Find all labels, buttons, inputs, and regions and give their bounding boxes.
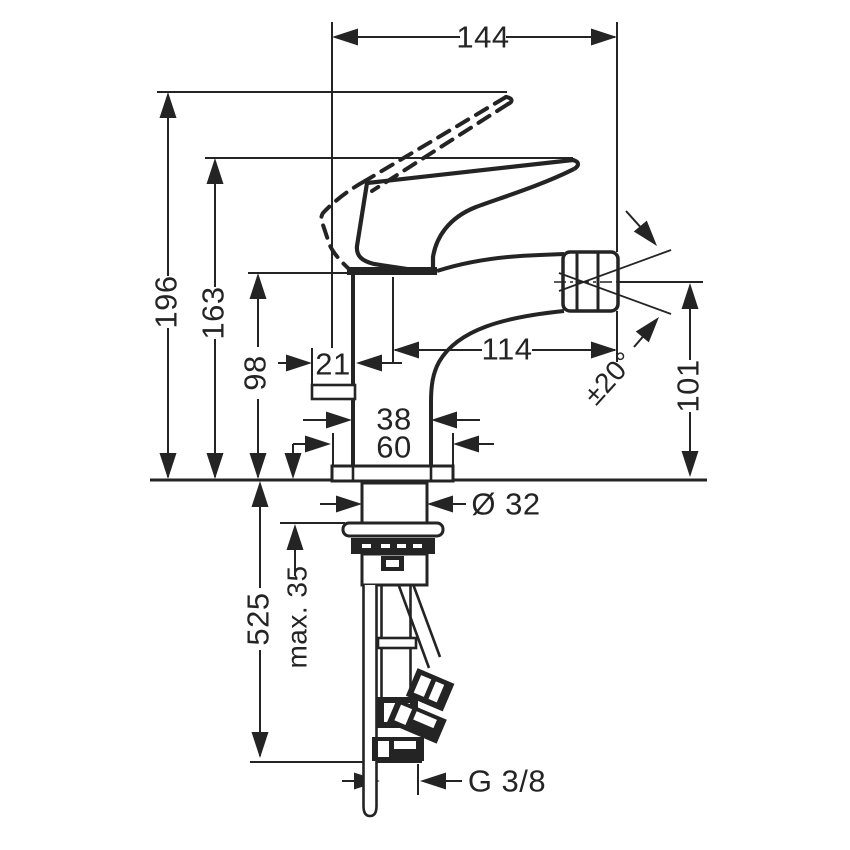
washer-hatch-marks	[362, 544, 422, 548]
dim-max-mounting-depth-label: max. 35	[282, 565, 313, 668]
diagonal-hose-right-edge	[411, 583, 442, 658]
arrow-38-right	[431, 411, 457, 429]
dim-total-height-label: 196	[149, 275, 184, 328]
dim-knob-projection-label: 21	[315, 347, 350, 382]
mounting-flange	[341, 521, 445, 538]
dim-spout-reach-label: 114	[482, 332, 533, 367]
arrow-mount-depth-bottom	[286, 524, 304, 550]
swivel-cone-lower-line	[558, 272, 672, 315]
lever-underside	[430, 167, 575, 268]
swivel-angle-label: ±20°	[578, 345, 641, 410]
arrow-swivel-upper	[633, 220, 657, 246]
lever-tip	[572, 157, 581, 171]
fixing-bolt-slot	[386, 560, 399, 567]
arrow-21-left	[286, 354, 312, 372]
pull-rod	[362, 585, 378, 818]
arrow-163-bottom	[206, 453, 224, 479]
dim-hose-length-label: 525	[241, 592, 276, 645]
dim-hole-diameter-label: Ø 32	[471, 487, 540, 522]
lever-front-edge	[354, 182, 421, 274]
arrow-101-bottom	[681, 451, 699, 477]
lever-top-edge	[364, 157, 576, 186]
dim-spout-height-label: 98	[238, 355, 273, 390]
arrow-144-left	[332, 28, 358, 46]
arrow-38-left	[326, 411, 352, 429]
dim-outlet-height-label: 101	[671, 359, 706, 412]
dim-total-width-label: 144	[456, 20, 509, 55]
dim-handle-height-label: 163	[196, 286, 231, 339]
arrow-114-right	[591, 341, 617, 359]
swivel-cone-upper-line	[558, 249, 672, 292]
arrow-525-bottom	[251, 732, 269, 758]
arrow-d32-left	[336, 495, 362, 513]
arrow-d32-right	[427, 495, 453, 513]
dim-thread-size-label: G 3/8	[468, 764, 546, 799]
mounting-washer	[351, 538, 435, 554]
dimension-labels: 144 196 163 98 21 114 38 60 101 ±20° Ø 3…	[149, 20, 706, 799]
diagonal-nut-lower-slot-1	[394, 704, 413, 725]
arrow-163-top	[206, 158, 224, 184]
arrow-98-bottom	[249, 453, 267, 479]
washer-mark	[362, 544, 371, 548]
cartridge-joint-bar	[347, 267, 437, 275]
arrow-21-right	[356, 354, 382, 372]
dimension-arrowheads	[159, 28, 699, 790]
base-escutcheon	[330, 464, 455, 483]
diagonal-hose-left-edge	[397, 585, 431, 669]
diagonal-hose-connector	[386, 668, 455, 744]
arrow-60-left	[305, 435, 331, 453]
arrow-114-left	[393, 341, 419, 359]
lever-open-position-dashed	[319, 95, 514, 271]
spout-top-edge	[436, 252, 565, 273]
arrow-98-top	[249, 273, 267, 299]
arrow-60-right	[453, 435, 479, 453]
dim-base-width-label: 60	[376, 430, 411, 465]
hose-collar	[376, 636, 418, 650]
arrow-196-bottom	[159, 453, 177, 479]
hose-nut-lower-slot-2	[394, 741, 416, 749]
spout-underside-curve	[429, 309, 565, 466]
lever-open-front-edge	[319, 179, 367, 271]
lever-open-bottom-edge	[370, 102, 510, 193]
washer-mark	[413, 544, 422, 548]
diagonal-nut-upper-slot-1	[413, 675, 432, 697]
temperature-limiter-knob	[310, 383, 357, 401]
arrow-g38-right	[420, 772, 446, 790]
washer-mark	[381, 544, 390, 548]
lever-open-top-edge	[363, 95, 508, 183]
undercounter-assembly	[341, 481, 455, 818]
threaded-shank	[360, 481, 429, 525]
arrow-swivel-lower	[635, 317, 659, 343]
arrow-525-top	[251, 481, 269, 507]
arrow-mount-depth-top	[284, 453, 302, 479]
arrow-196-top	[159, 92, 177, 118]
faucet-body	[310, 95, 672, 483]
arrow-144-right	[591, 28, 617, 46]
diagonal-nut-upper	[405, 668, 455, 712]
lever-open-tip	[504, 95, 514, 106]
arrow-101-top	[681, 283, 699, 309]
hose-nut-lower-slot-1	[378, 741, 389, 757]
washer-mark	[397, 544, 406, 548]
diagonal-nut-lower-slot-2	[413, 711, 437, 729]
dim-body-width-label: 38	[376, 402, 411, 437]
diagonal-nut-upper-slot-2	[428, 681, 445, 703]
